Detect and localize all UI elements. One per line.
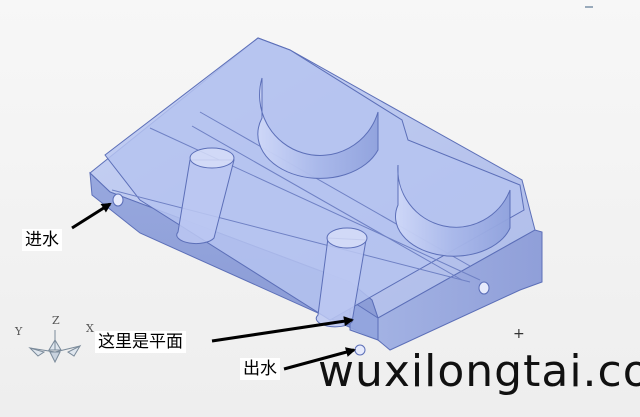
half-round-cutouts	[257, 77, 511, 257]
watermark: wuxilongtai.com	[318, 346, 640, 397]
coordinate-triad-icon	[28, 330, 82, 364]
right-port	[478, 281, 490, 295]
axis-label-z: Z	[52, 314, 60, 327]
water-inlet-label: 进水	[22, 229, 62, 251]
mold-raised-block[interactable]	[104, 37, 525, 321]
toolbar-edge-mark	[585, 6, 593, 8]
outlet-arrow	[283, 347, 356, 371]
inlet-port	[112, 193, 124, 207]
cutout-upper	[257, 77, 379, 179]
flat-arrow	[211, 316, 354, 343]
bore-left	[176, 159, 235, 245]
callout-arrows	[71, 202, 356, 371]
top-pipe-edge-2	[191, 125, 463, 281]
cutout-lower	[395, 164, 511, 257]
axis-label-y: Y	[15, 325, 23, 338]
vertical-bores	[176, 147, 368, 328]
crosshair-cursor-icon: +	[513, 326, 525, 342]
bore-right-top	[326, 227, 368, 249]
bore-left-top	[189, 147, 235, 169]
flat-surface-label: 这里是平面	[95, 331, 186, 353]
mold-right-face[interactable]	[377, 229, 543, 351]
inner-channel	[111, 189, 471, 283]
mold-block[interactable]	[89, 37, 543, 351]
inlet-arrow	[71, 202, 112, 230]
axis-label-x: X	[86, 322, 94, 335]
water-outlet-label: 出水	[240, 358, 280, 380]
